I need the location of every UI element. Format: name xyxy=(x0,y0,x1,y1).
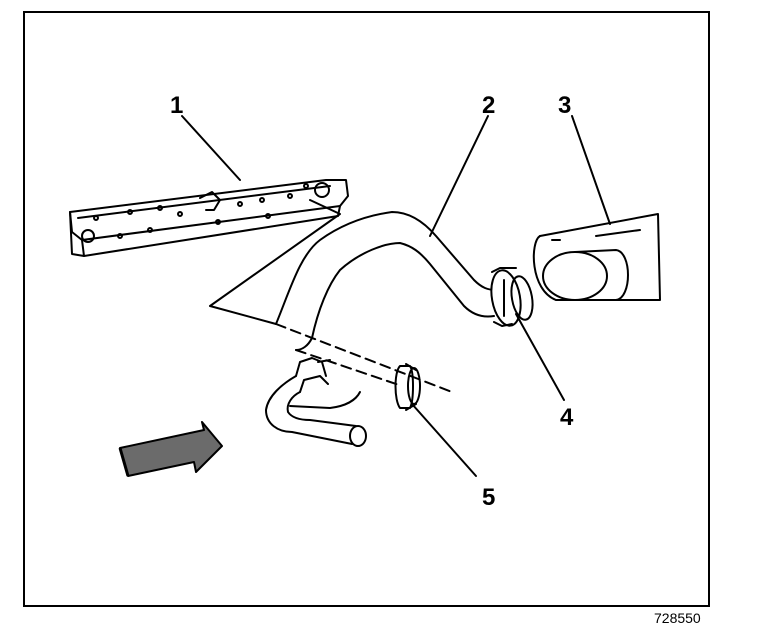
intermediate-pipe xyxy=(275,211,497,351)
callout-2: 2 xyxy=(482,92,496,119)
callout-4: 4 xyxy=(560,404,574,431)
callout-3: 3 xyxy=(558,92,572,119)
detail-lines xyxy=(209,199,341,325)
front-direction-arrow xyxy=(118,421,223,477)
upper-clamp xyxy=(490,267,534,327)
figure-id: 728550 xyxy=(654,610,701,626)
front-pipe xyxy=(265,357,367,447)
leader-lines xyxy=(181,115,611,477)
lower-clamp xyxy=(394,363,421,411)
diagram-frame xyxy=(23,11,710,607)
callout-5: 5 xyxy=(482,484,496,511)
callout-1: 1 xyxy=(170,92,184,119)
crossmember-bracket xyxy=(69,179,349,257)
muffler xyxy=(532,213,661,301)
centerline xyxy=(275,323,453,393)
